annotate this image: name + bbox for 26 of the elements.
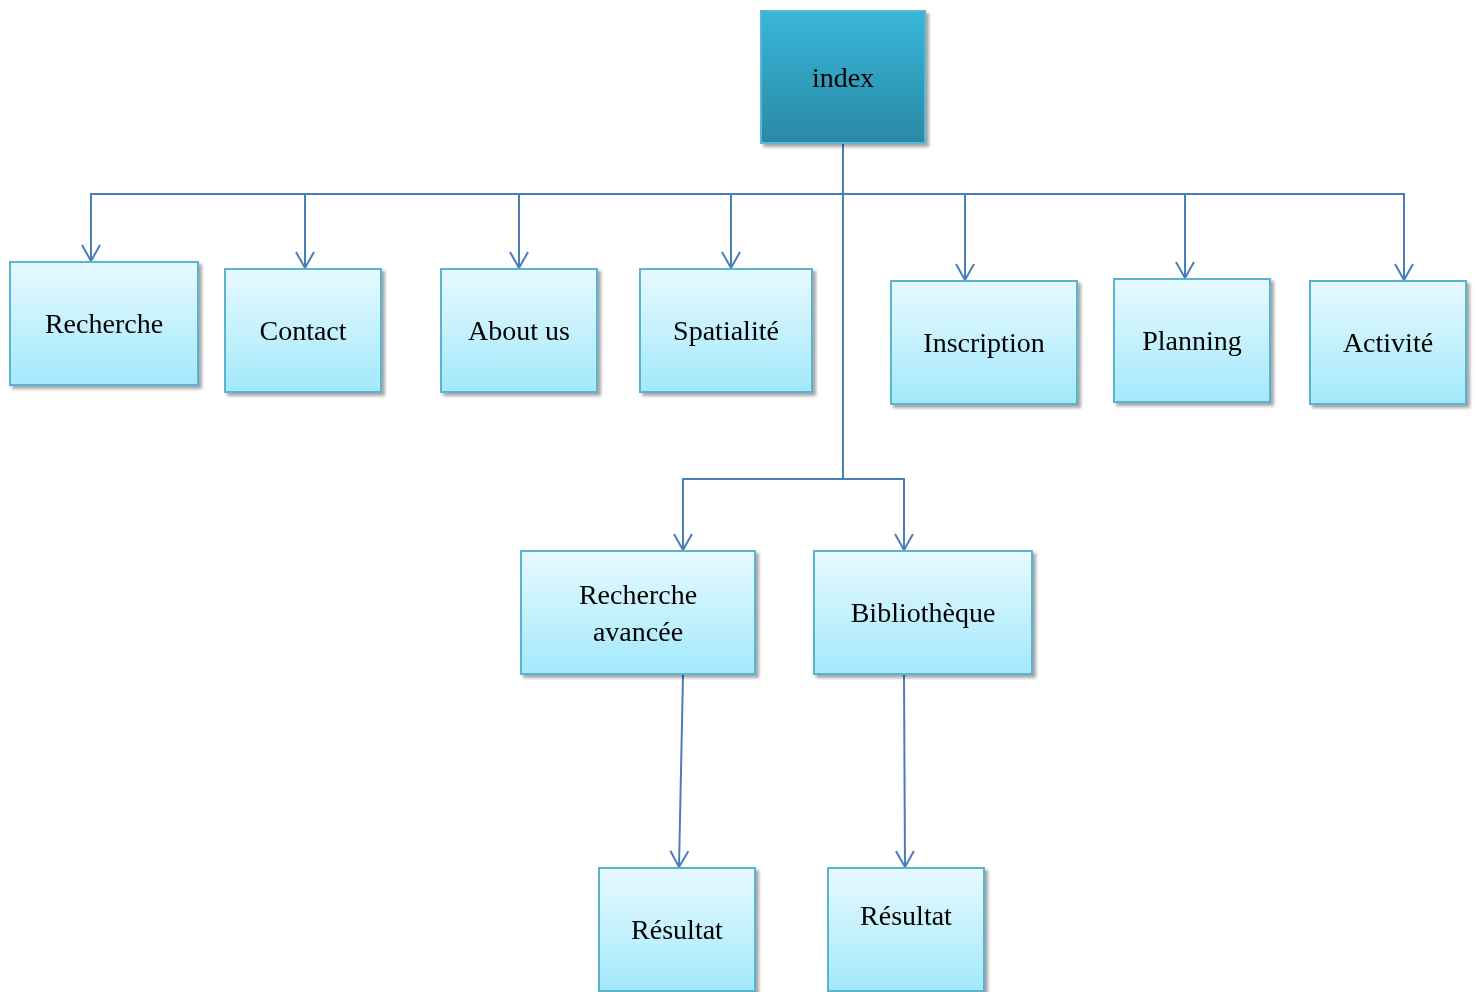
page-box — [639, 268, 813, 393]
page-box — [224, 268, 382, 393]
page-box — [827, 867, 985, 992]
page-box — [890, 280, 1078, 405]
page-box — [813, 550, 1033, 675]
page-label: Résultat — [860, 899, 952, 933]
page-box — [1309, 280, 1467, 405]
page-label: Activité — [1342, 326, 1434, 360]
page-label: Bibliothèque — [850, 596, 996, 630]
page-label: About us — [468, 314, 570, 348]
page-label: Recherche avancée — [577, 577, 699, 649]
page-box — [520, 550, 756, 675]
page-label: index — [811, 60, 875, 95]
page-label: Inscription — [923, 326, 1045, 360]
page-box — [1113, 278, 1271, 403]
page-label: Spatialité — [673, 314, 779, 348]
page-label: Contact — [259, 314, 347, 348]
root-page-box — [760, 10, 926, 144]
connector-arrow — [894, 674, 915, 868]
page-box — [598, 867, 756, 992]
connector-arrow — [669, 674, 690, 868]
page-label: Recherche — [44, 307, 164, 341]
page-label: Résultat — [631, 913, 723, 947]
page-box — [440, 268, 598, 393]
page-label: Planning — [1142, 324, 1242, 358]
page-box — [9, 261, 199, 386]
